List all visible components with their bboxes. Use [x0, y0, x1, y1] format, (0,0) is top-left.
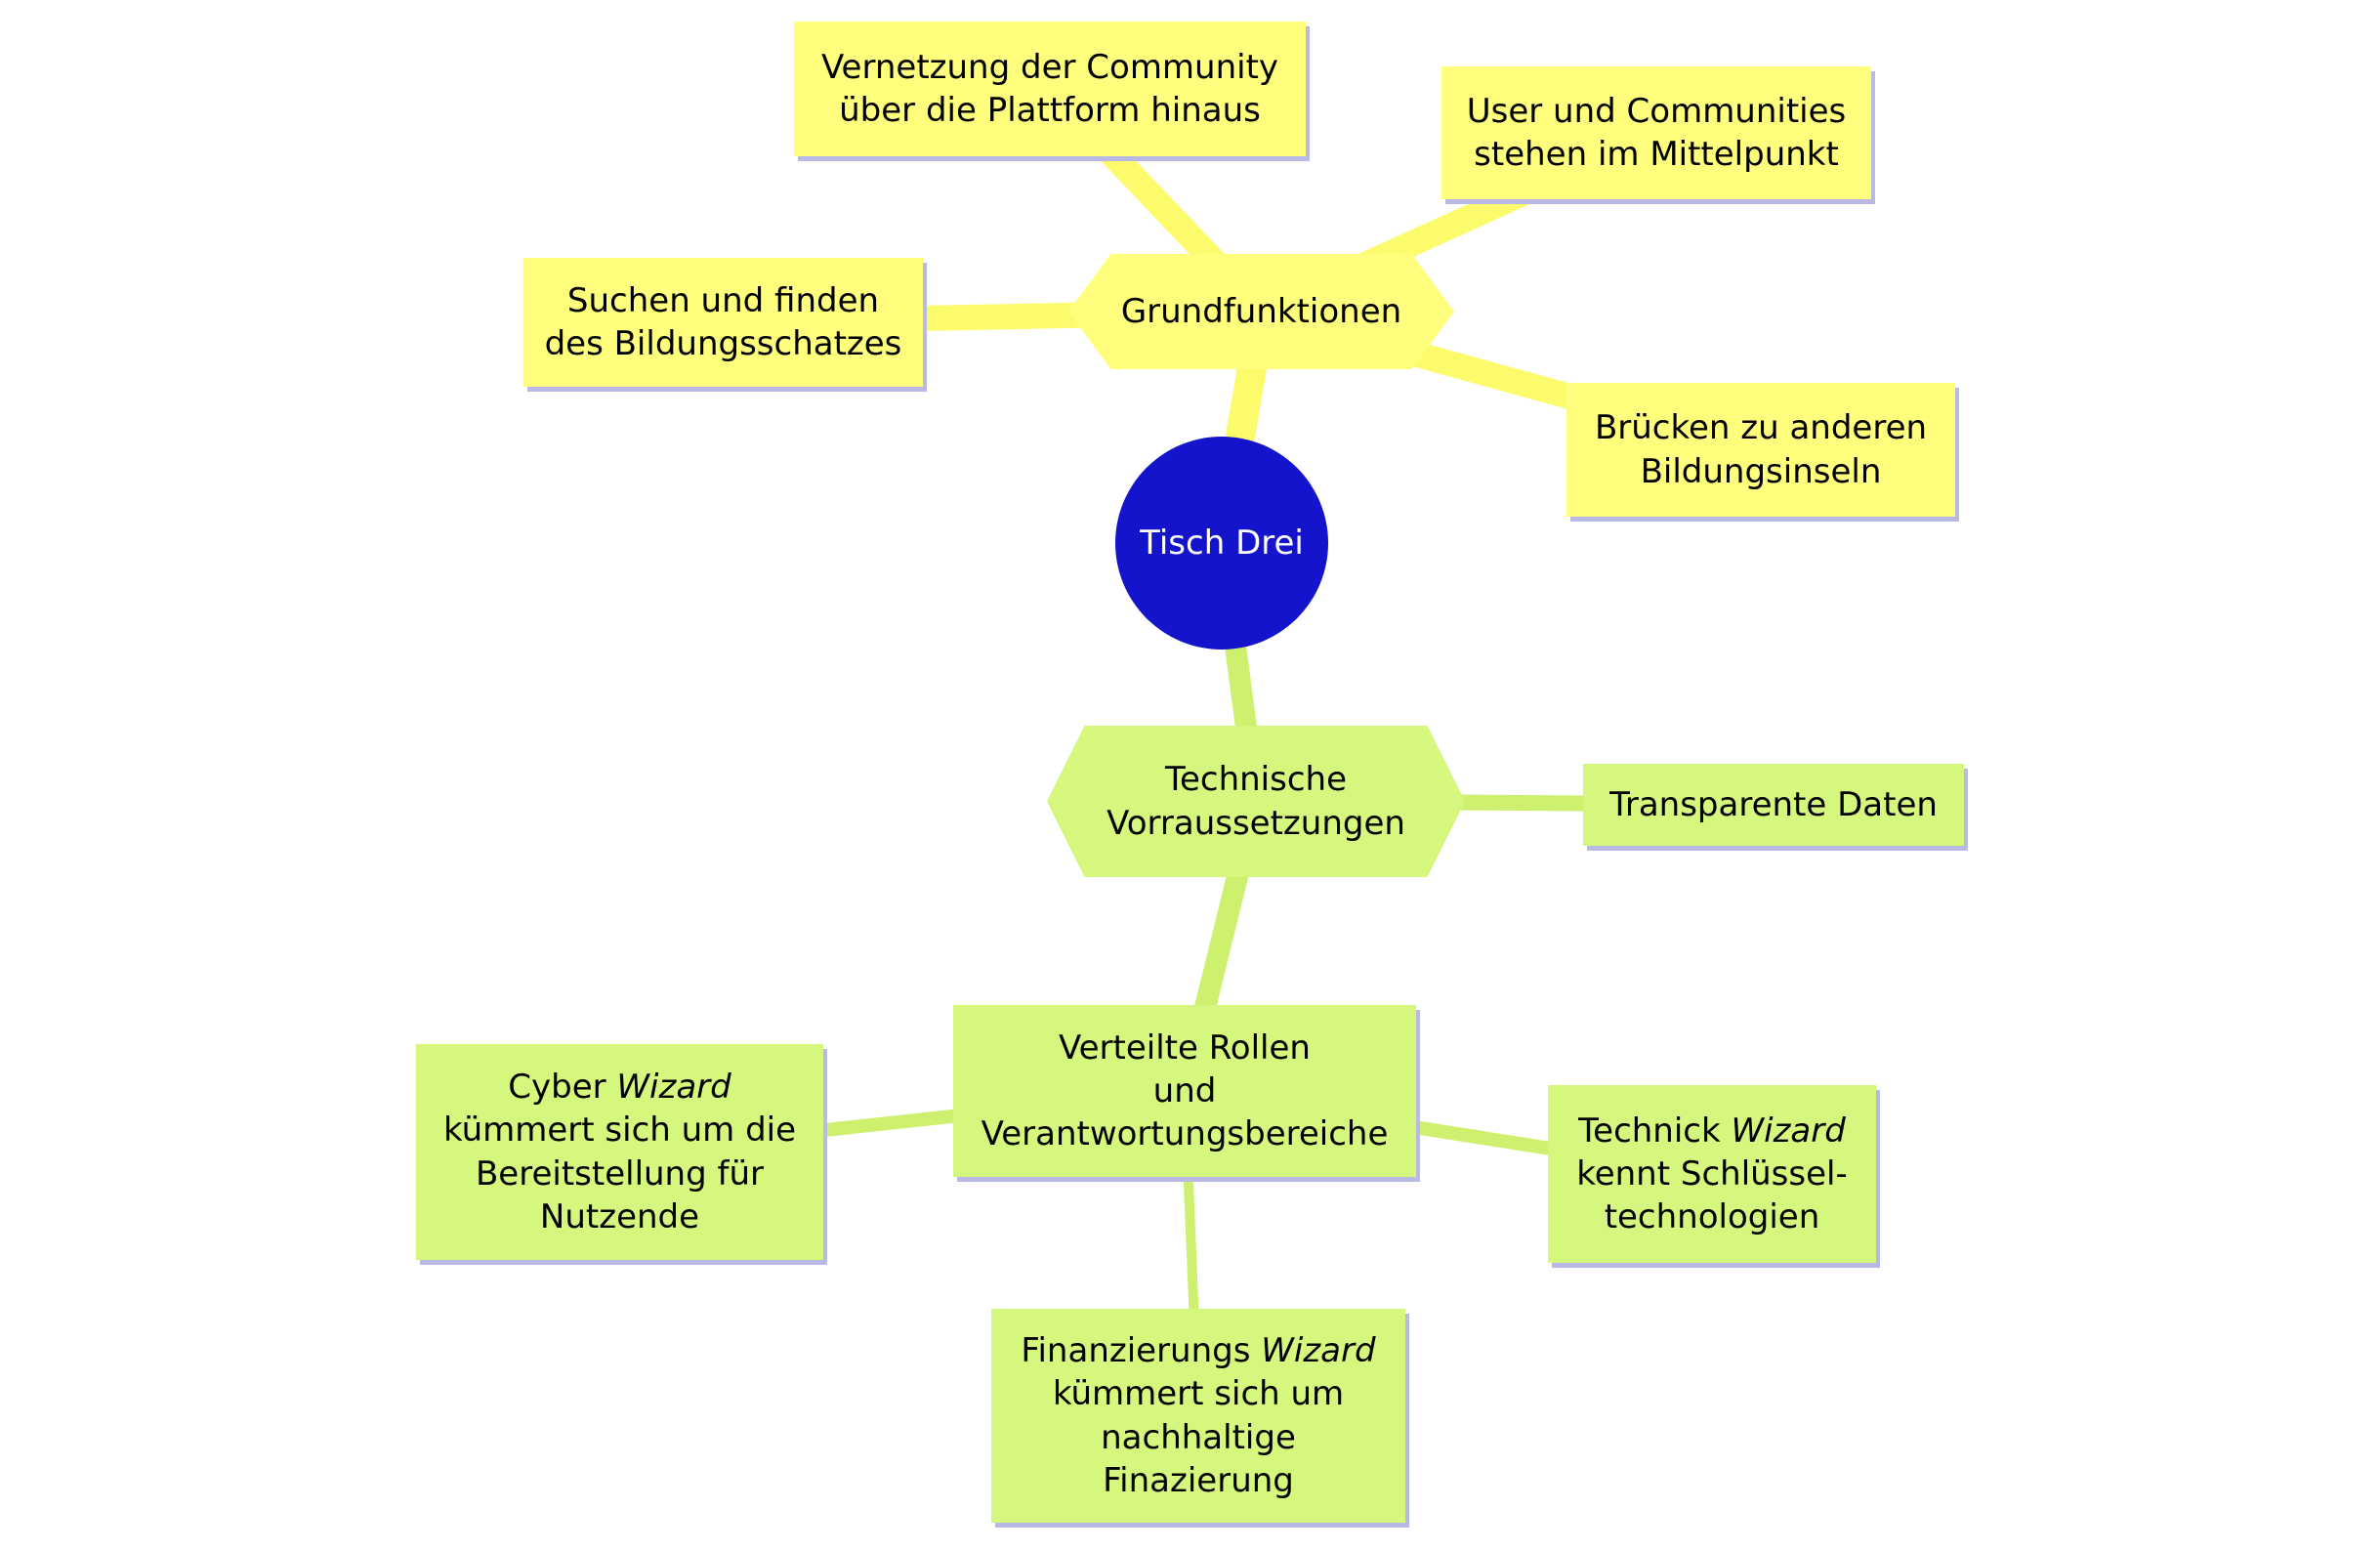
node-verteilte-rollen[interactable]: Verteilte Rollen und Verantwortungsberei…: [953, 1005, 1416, 1177]
node-label-italic: Wizard: [1261, 1331, 1376, 1371]
node-label-pre: Cyber: [508, 1068, 617, 1108]
node-label: Finanzierungs Wizard kümmert sich um nac…: [1021, 1329, 1375, 1502]
node-label: Transparente Daten: [1609, 784, 1938, 824]
node-root-tisch-drei[interactable]: Tisch Drei: [1115, 437, 1328, 650]
node-suchen-und-finden[interactable]: Suchen und finden des Bildungsschatzes: [523, 258, 923, 387]
node-transparente-daten[interactable]: Transparente Daten: [1583, 764, 1964, 846]
node-label: Grundfunktionen: [1120, 291, 1402, 331]
node-cyber-wizard[interactable]: Cyber Wizard kümmert sich um die Bereits…: [416, 1044, 823, 1260]
node-label: Technische Vorraussetzungen: [1106, 760, 1405, 843]
node-label-pre: Finanzierungs: [1021, 1331, 1262, 1371]
node-label: Tisch Drei: [1140, 523, 1304, 563]
node-label-post: kümmert sich um die Bereitstellung für N…: [442, 1111, 797, 1237]
node-label-post: kümmert sich um nachhaltige Finazierung: [1052, 1374, 1345, 1500]
node-label: Cyber Wizard kümmert sich um die Bereits…: [443, 1066, 796, 1238]
node-label-italic: Wizard: [1731, 1111, 1846, 1151]
node-bruecken-zu-anderen-bildungsinseln[interactable]: Brücken zu anderen Bildungsinseln: [1566, 383, 1955, 517]
node-user-und-communities[interactable]: User und Communities stehen im Mittelpun…: [1441, 66, 1871, 199]
node-label: Vernetzung der Community über die Plattf…: [820, 47, 1279, 130]
node-label: Brücken zu anderen Bildungsinseln: [1594, 408, 1928, 491]
node-label: Verteilte Rollen und Verantwortungsberei…: [981, 1027, 1389, 1154]
node-technische-vorraussetzungen[interactable]: Technische Vorraussetzungen: [1047, 726, 1465, 877]
node-label-pre: Technick: [1578, 1111, 1732, 1151]
node-technick-wizard[interactable]: Technick Wizard kennt Schlüssel- technol…: [1548, 1085, 1876, 1263]
node-finanzierungs-wizard[interactable]: Finanzierungs Wizard kümmert sich um nac…: [991, 1309, 1405, 1523]
node-label: Technick Wizard kennt Schlüssel- technol…: [1576, 1110, 1848, 1239]
node-label: User und Communities stehen im Mittelpun…: [1466, 91, 1847, 174]
node-label: Suchen und finden des Bildungsschatzes: [544, 280, 902, 363]
node-label-italic: Wizard: [616, 1068, 731, 1108]
node-label-post: kennt Schlüssel- technologien: [1576, 1153, 1848, 1237]
node-grundfunktionen[interactable]: Grundfunktionen: [1068, 254, 1454, 369]
node-vernetzung-der-community[interactable]: Vernetzung der Community über die Plattf…: [794, 21, 1306, 156]
